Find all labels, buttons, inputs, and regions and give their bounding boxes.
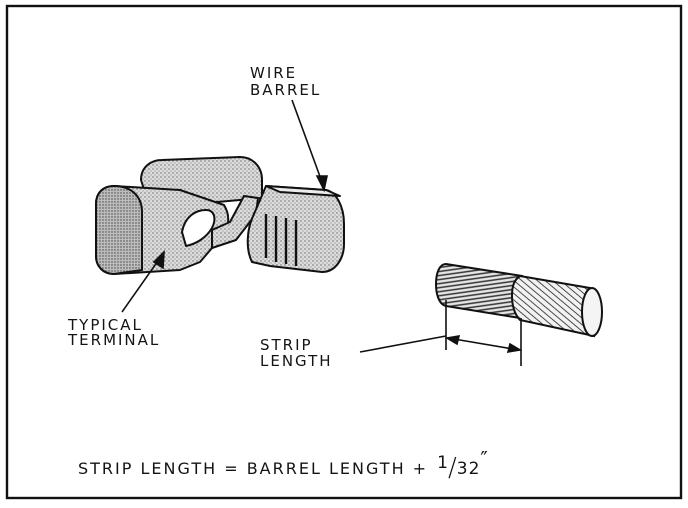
terminal-tongue-face — [95, 185, 143, 275]
formula-numerator: 1 — [437, 453, 448, 473]
typical-terminal-label-line2: TERMINAL — [68, 331, 161, 349]
formula-inch-mark: ″ — [480, 447, 488, 471]
dimension-arrow-left — [444, 335, 461, 346]
wire-insulation-end — [581, 287, 603, 337]
typical-terminal-leader — [121, 257, 161, 313]
wire-strands — [434, 262, 524, 320]
terminal-slot — [181, 209, 216, 247]
wire-barrel-label-line1: WIRE — [250, 64, 298, 82]
formula-text: STRIP LENGTH = BARREL LENGTH + — [78, 459, 436, 478]
wire-barrel-arrowhead — [315, 175, 328, 193]
strip-length-label-line1: STRIP — [260, 336, 313, 354]
dimension-arrow-right — [506, 342, 523, 353]
typical-terminal-label-line1: TYPICAL — [68, 316, 143, 334]
formula-slash: / — [448, 453, 457, 483]
terminal-drawing — [95, 156, 345, 275]
strip-length-formula: STRIP LENGTH = BARREL LENGTH + 1/32″ — [78, 449, 488, 481]
terminal-barrel-lip — [265, 185, 341, 197]
wire-barrel-leader — [291, 99, 323, 183]
wire-drawing — [434, 262, 603, 338]
wire-barrel-label-line2: BARREL — [250, 81, 322, 99]
formula-denominator: 32 — [456, 459, 481, 479]
figure-border — [5, 4, 683, 500]
leader-lines — [121, 99, 523, 366]
terminal-neck — [211, 195, 259, 249]
wire-insulation — [510, 274, 596, 338]
strip-dimension-line — [447, 337, 520, 351]
strip-length-leader — [359, 335, 447, 353]
strip-length-label-line2: LENGTH — [260, 352, 333, 370]
barrel-serrations — [264, 214, 298, 266]
typical-terminal-arrowhead — [152, 249, 165, 270]
